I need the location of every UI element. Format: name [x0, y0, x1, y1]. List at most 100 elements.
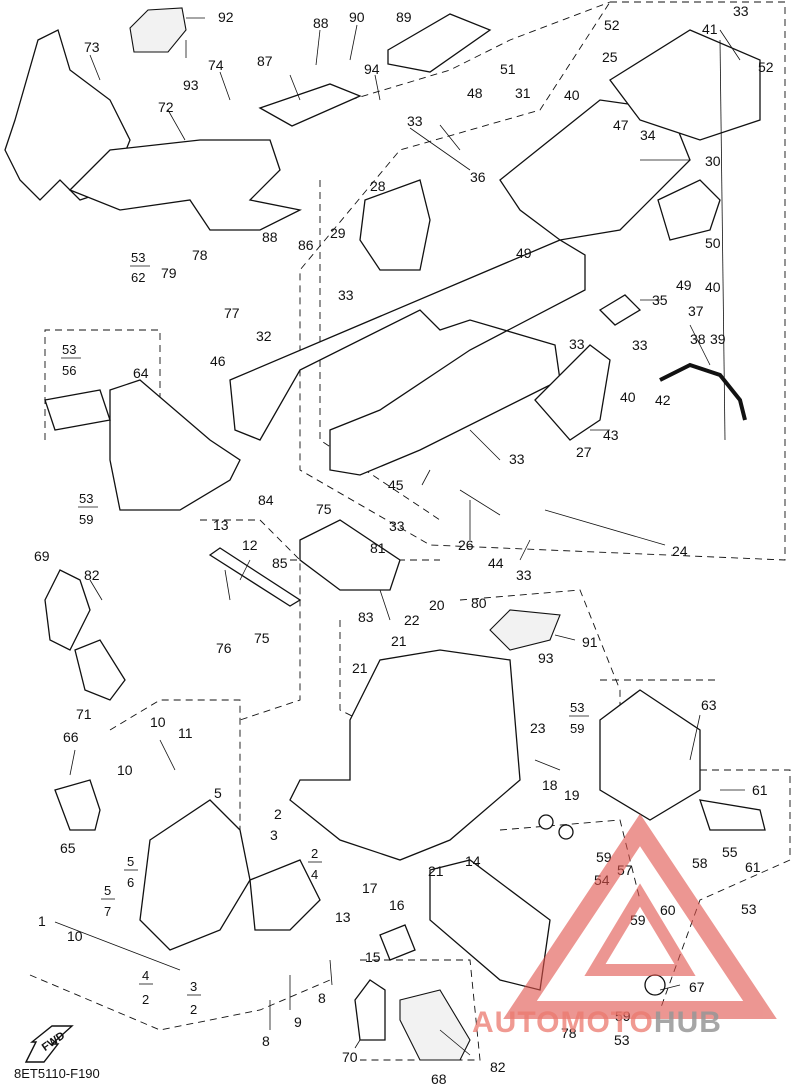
callout-85: 85: [272, 555, 288, 571]
callout-51: 51: [500, 61, 516, 77]
fraction-5-6: 5 6: [124, 854, 138, 890]
callout-70: 70: [342, 1049, 358, 1065]
part-64-bracket: [109, 379, 241, 511]
callout-33f: 33: [509, 451, 525, 467]
watermark-part1: AUTOMOTO: [472, 1006, 654, 1039]
part-67-boss: [644, 974, 666, 996]
callout-77: 77: [224, 305, 240, 321]
fraction-den: 56: [62, 363, 76, 378]
callout-86: 86: [298, 237, 314, 253]
callout-60: 60: [660, 902, 676, 918]
callout-35: 35: [652, 292, 668, 308]
fraction-3-2: 3 2: [187, 979, 201, 1017]
watermark-text: AUTOMOTOHUB: [472, 1006, 722, 1040]
part-main-rail-frame: [229, 239, 586, 476]
callout-42: 42: [655, 392, 671, 408]
callout-46: 46: [210, 353, 226, 369]
fraction-num: 4: [142, 968, 149, 983]
callout-88b: 88: [262, 229, 278, 245]
callout-33b: 33: [407, 113, 423, 129]
callout-94: 94: [364, 61, 380, 77]
callout-45: 45: [388, 477, 404, 493]
callout-23: 23: [530, 720, 546, 736]
callout-21c: 21: [428, 863, 444, 879]
part-25-rear-loop: [609, 29, 761, 141]
fraction-53-62: 53 62: [130, 250, 150, 285]
part-65-bracket: [54, 779, 101, 831]
fraction-den: 7: [104, 904, 111, 919]
callout-20: 20: [429, 597, 445, 613]
callout-43: 43: [603, 427, 619, 443]
callout-52: 52: [604, 17, 620, 33]
callout-66: 66: [63, 729, 79, 745]
callout-52b: 52: [758, 59, 774, 75]
callout-88: 88: [313, 15, 329, 31]
callout-10c: 10: [67, 928, 83, 944]
callout-30: 30: [705, 153, 721, 169]
callout-78: 78: [192, 247, 208, 263]
callout-13b: 13: [335, 909, 351, 925]
callout-16: 16: [389, 897, 405, 913]
callout-93b: 93: [538, 650, 554, 666]
callout-14: 14: [465, 853, 481, 869]
callout-1: 1: [38, 913, 46, 929]
callout-33h: 33: [516, 567, 532, 583]
callout-75b: 75: [254, 630, 270, 646]
leader-lines: [54, 17, 745, 1056]
diagram-code: 8ET5110-F190: [14, 1066, 100, 1081]
callout-33g: 33: [389, 518, 405, 534]
callout-15: 15: [365, 949, 381, 965]
fraction-num: 53: [62, 342, 76, 357]
callout-11: 11: [178, 725, 193, 741]
fraction-den: 62: [131, 270, 145, 285]
callout-93: 93: [183, 77, 199, 93]
callout-22: 22: [404, 612, 420, 628]
callout-80: 80: [471, 595, 487, 611]
callout-25: 25: [602, 49, 618, 65]
fwd-arrow-icon: FWD: [22, 1022, 84, 1071]
callout-40b: 40: [705, 279, 721, 295]
callout-63: 63: [701, 697, 717, 713]
callout-21b: 21: [352, 660, 368, 676]
callout-74: 74: [208, 57, 224, 73]
part-69-guard: [44, 569, 91, 651]
callout-33: 33: [733, 3, 749, 19]
fraction-num: 3: [190, 979, 197, 994]
callout-8: 8: [318, 990, 326, 1006]
callout-78b: 78: [561, 1025, 577, 1041]
part-28-bracket: [359, 179, 431, 271]
part-63-bracket: [599, 689, 701, 821]
fraction-5-7: 5 7: [101, 883, 115, 919]
callout-12: 12: [242, 537, 258, 553]
callout-17: 17: [362, 880, 378, 896]
callout-2: 2: [274, 806, 282, 822]
callout-41: 41: [702, 21, 718, 37]
callout-82: 82: [84, 567, 100, 583]
callout-10b: 10: [117, 762, 133, 778]
callout-76: 76: [216, 640, 232, 656]
fraction-den: 6: [127, 875, 134, 890]
callout-37: 37: [688, 303, 704, 319]
callout-36: 36: [470, 169, 486, 185]
callout-75: 75: [316, 501, 332, 517]
callout-68: 68: [431, 1071, 447, 1087]
part-72-main-bracket: [68, 139, 302, 231]
callout-10: 10: [150, 714, 166, 730]
callout-33e: 33: [569, 336, 585, 352]
part-right-plate: [249, 859, 321, 931]
callout-31: 31: [515, 85, 531, 101]
callout-5: 5: [214, 785, 222, 801]
callout-9: 9: [294, 1014, 302, 1030]
callout-13: 13: [213, 517, 229, 533]
fraction-num: 5: [104, 883, 111, 898]
callout-71: 71: [76, 706, 92, 722]
callout-69: 69: [34, 548, 50, 564]
part-50-bracket: [657, 179, 721, 241]
callout-32: 32: [256, 328, 272, 344]
fraction-4-2: 4 2: [139, 968, 153, 1007]
part-87-plate: [258, 83, 362, 127]
callout-58: 58: [692, 855, 708, 871]
callout-49b: 49: [676, 277, 692, 293]
callout-73: 73: [84, 39, 100, 55]
